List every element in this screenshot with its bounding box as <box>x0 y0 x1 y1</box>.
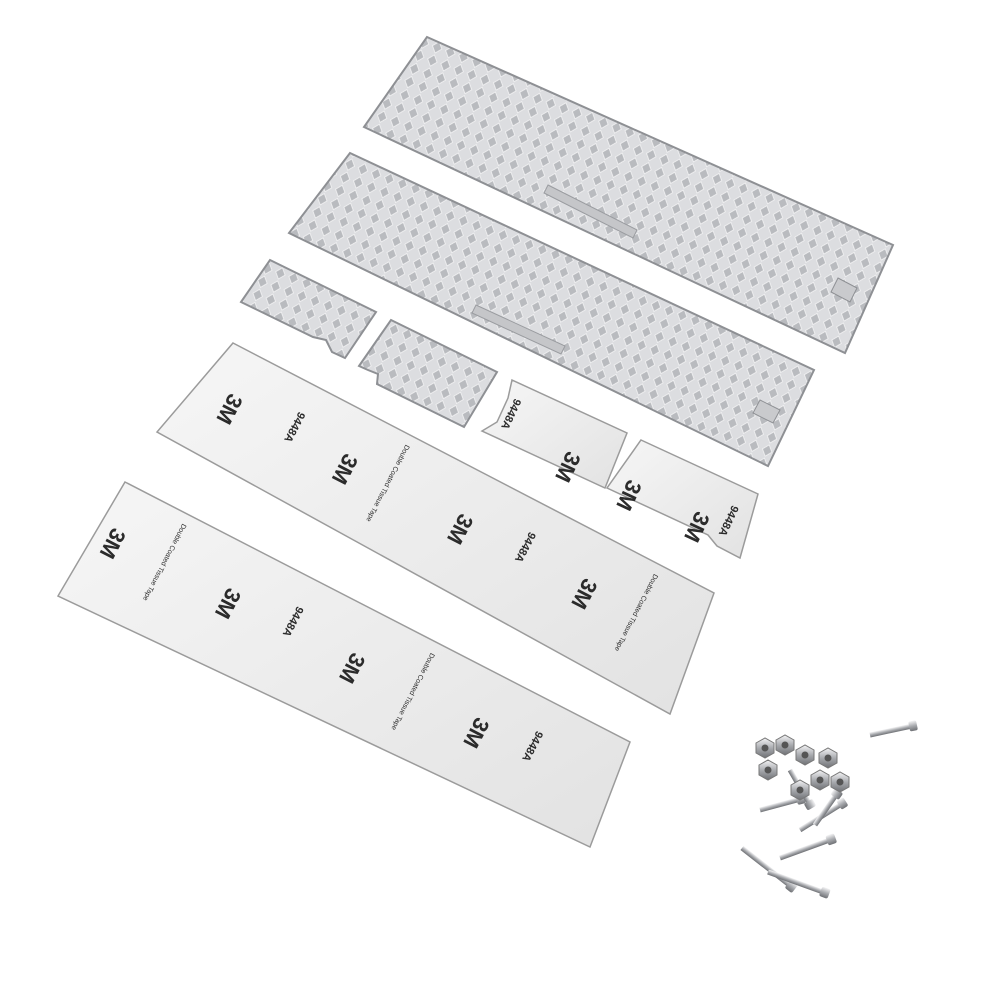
nut <box>755 737 775 759</box>
small-tape-2 <box>605 439 759 560</box>
small-tape-1 <box>480 378 628 490</box>
plate-engraving <box>471 304 566 355</box>
nut <box>790 779 810 801</box>
screw <box>779 833 837 861</box>
plate-logo-badge <box>752 399 781 424</box>
large-tape-2 <box>56 481 631 849</box>
screw <box>740 846 798 893</box>
screw <box>869 720 918 738</box>
long-steel-plate-top <box>362 35 895 355</box>
plate-logo-badge <box>830 277 858 303</box>
plate-engraving <box>543 184 638 239</box>
nut <box>758 759 778 781</box>
nut <box>775 734 795 756</box>
small-steel-plate-2 <box>357 318 499 429</box>
nut <box>818 747 838 769</box>
large-tape-1 <box>155 342 715 716</box>
steel-plates <box>239 35 895 468</box>
nut <box>830 771 850 793</box>
screw <box>767 869 831 899</box>
small-steel-plate-1 <box>239 258 378 360</box>
nut <box>810 769 830 791</box>
long-steel-plate-middle <box>287 151 816 468</box>
hardware <box>740 720 918 899</box>
nut <box>795 744 815 766</box>
adhesive-tapes: 3M 9448A 3M Double Coated Tissue Tape 3M… <box>56 342 759 849</box>
